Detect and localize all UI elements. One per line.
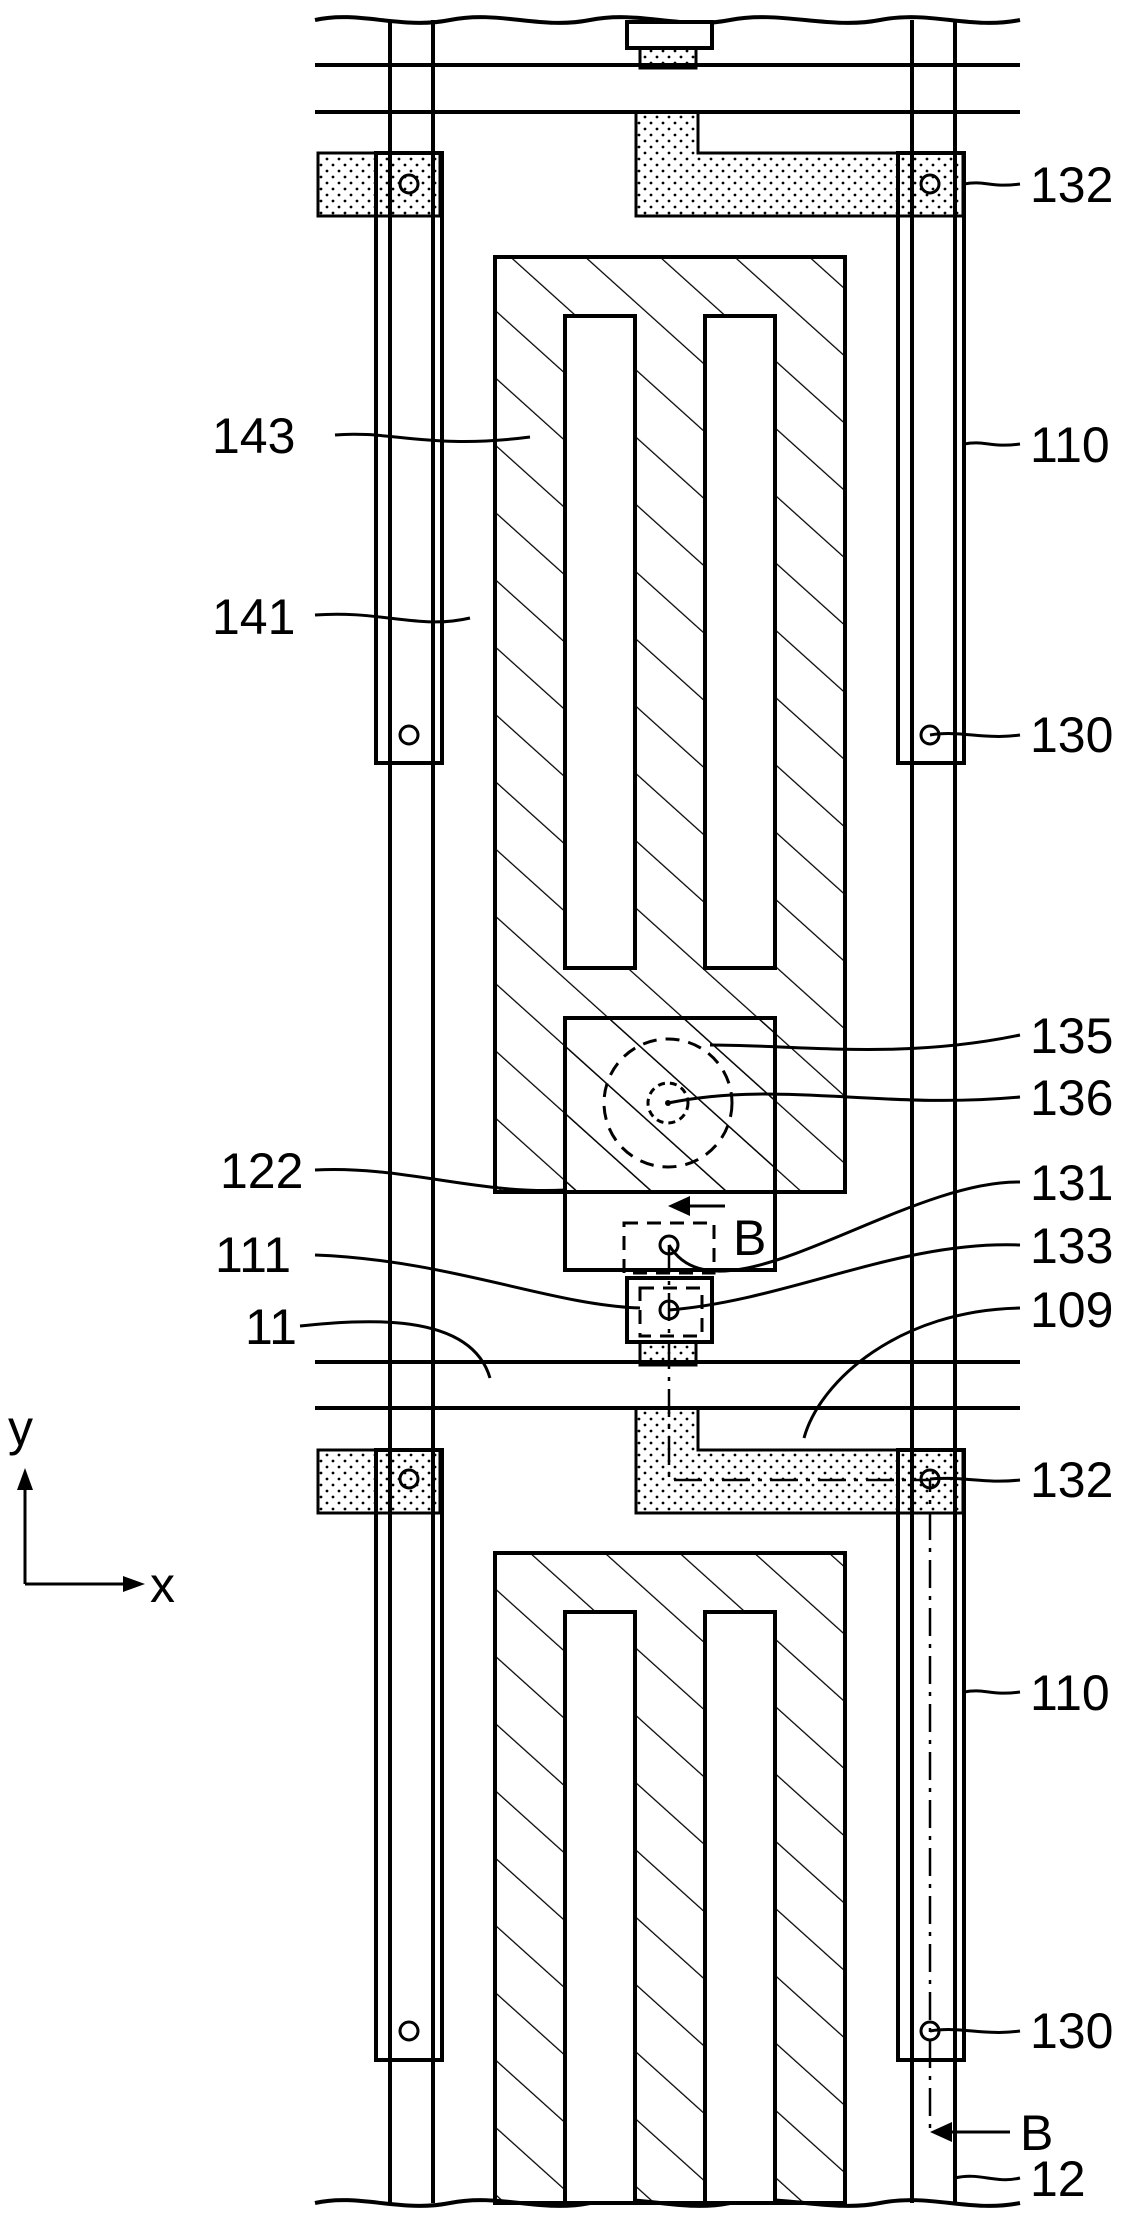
electrode-slit-4	[703, 1610, 777, 2205]
label-axis-x: x	[150, 1557, 175, 1613]
electrode-slit-2	[703, 314, 777, 970]
axis-indicator	[17, 1468, 145, 1592]
label-11: 11	[245, 1299, 297, 1355]
contact-hole-132-left-top	[398, 173, 420, 195]
label-143: 143	[212, 408, 295, 464]
signal-line-left	[388, 20, 435, 2203]
label-12: 12	[1030, 2151, 1086, 2207]
dotted-region-bottom-left	[316, 1448, 442, 1515]
scan-line-top	[315, 63, 1020, 114]
scan-line-11	[315, 1360, 1020, 1410]
label-111: 111	[215, 1227, 291, 1283]
label-135: 135	[1030, 1008, 1113, 1064]
gate-stub-top	[625, 20, 714, 50]
label-122: 122	[220, 1143, 303, 1199]
label-132-top: 132	[1030, 157, 1113, 213]
label-133: 133	[1030, 1218, 1113, 1274]
contact-hole-136	[646, 1081, 690, 1125]
leader-lines	[299, 181, 1021, 2182]
electrode-slit-3	[563, 1610, 637, 2205]
section-line-b	[667, 1245, 932, 2130]
label-130-bottom: 130	[1030, 2003, 1113, 2059]
dotted-region-top-left	[316, 151, 442, 218]
pixel-electrode-143-bottom	[493, 1551, 847, 2205]
contact-hole-135	[602, 1037, 734, 1169]
label-132-bottom: 132	[1030, 1452, 1113, 1508]
signal-line-right	[910, 20, 957, 2203]
contact-hole-130-left-bottom	[398, 2020, 420, 2042]
contact-box-133	[638, 1286, 704, 1338]
section-arrow-top	[668, 1196, 725, 1216]
label-109: 109	[1030, 1282, 1113, 1338]
label-130-top: 130	[1030, 707, 1113, 763]
label-141: 141	[212, 589, 295, 645]
label-section-b-bottom: B	[1020, 2105, 1053, 2161]
label-110-bottom: 110	[1030, 1665, 1110, 1721]
label-136: 136	[1030, 1070, 1113, 1126]
label-axis-y: y	[8, 1400, 33, 1456]
section-arrow-bottom	[930, 2122, 1010, 2142]
contact-hole-130-left-top	[398, 724, 420, 746]
label-section-b-top: B	[733, 1210, 766, 1266]
label-131: 131	[1030, 1155, 1113, 1211]
label-110-top: 110	[1030, 417, 1110, 473]
contact-hole-132-right-top	[919, 173, 941, 195]
electrode-slit-1	[563, 314, 637, 970]
contact-hole-132-left-bottom	[398, 1468, 420, 1490]
